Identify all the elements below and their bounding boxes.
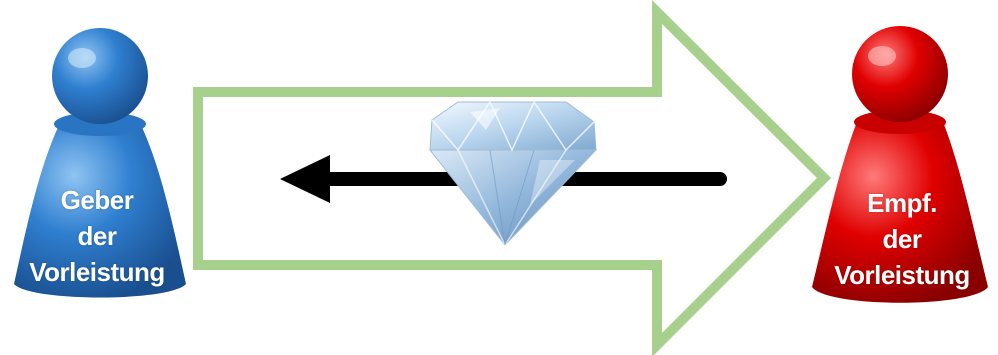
left-pawn-label-line-1: Geber	[2, 182, 192, 218]
left-pawn-label-line-2: der	[2, 218, 192, 254]
left-pawn-label: Geber der Vorleistung	[2, 182, 192, 290]
right-pawn-label-line-3: Vorleistung	[806, 257, 998, 293]
left-pawn-label-line-3: Vorleistung	[2, 254, 192, 290]
right-pawn-label-line-1: Empf.	[806, 185, 998, 221]
right-pawn-label: Empf. der Vorleistung	[806, 185, 998, 293]
right-pawn-label-line-2: der	[806, 221, 998, 257]
